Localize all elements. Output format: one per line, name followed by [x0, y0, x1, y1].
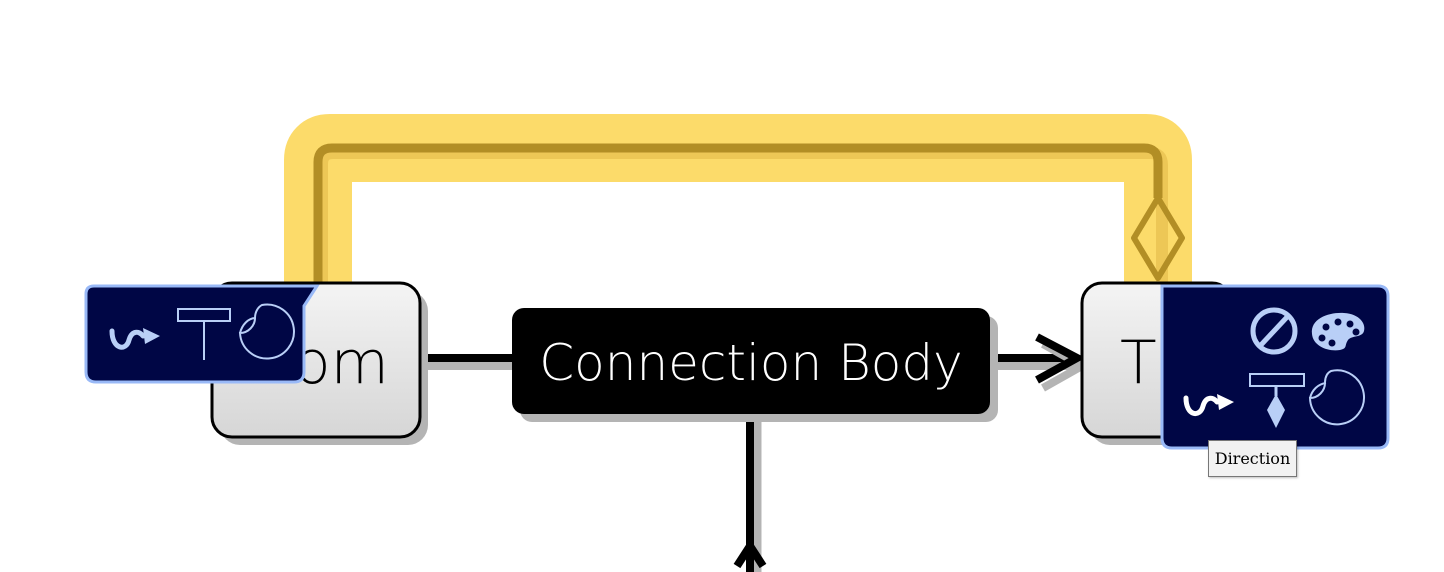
shape-tool-icon[interactable] — [1306, 368, 1368, 426]
left-toolbar-palette — [84, 284, 320, 384]
selection-highlight — [284, 114, 1192, 300]
body-stem-connector — [733, 405, 767, 572]
loop-connector-line — [313, 143, 1163, 290]
direction-arrowhead-icon[interactable] — [1248, 372, 1306, 430]
connection-style-icon[interactable] — [105, 318, 161, 358]
color-palette-icon[interactable] — [1308, 310, 1366, 352]
selected-loop-connection[interactable] — [284, 114, 1192, 300]
text-tool-icon[interactable] — [176, 306, 232, 364]
clear-icon[interactable] — [1246, 306, 1302, 358]
right-toolbar-palette — [1160, 284, 1390, 450]
connection-body[interactable]: Connection Body — [512, 308, 998, 422]
direction-tooltip: Direction — [1208, 440, 1297, 477]
to-node-label: T — [1120, 328, 1157, 398]
connection-body-label: Connection Body — [539, 334, 962, 392]
shape-tool-icon[interactable] — [236, 302, 296, 362]
connection-style-icon[interactable] — [1178, 384, 1238, 426]
diamond-marker — [1131, 195, 1185, 281]
